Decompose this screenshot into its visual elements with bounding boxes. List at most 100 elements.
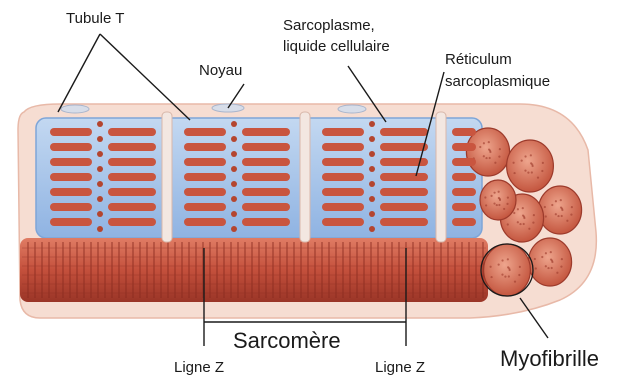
myofilament-dot (522, 207, 524, 209)
myofilament-dot (517, 221, 519, 223)
label-noyau: Noyau (199, 62, 242, 79)
myofilament-bar (322, 173, 364, 181)
label-ligne-z-right: Ligne Z (375, 359, 425, 376)
myofilament-dot (541, 256, 543, 258)
myofilament-dot (524, 155, 526, 157)
myofilament-bar (50, 158, 92, 166)
myofilament-dot (498, 204, 500, 206)
myofilament-dot (533, 214, 535, 216)
myofilament-bar (452, 143, 476, 151)
label-sarcoplasme-line2: liquide cellulaire (283, 38, 390, 55)
myofilament-bar (184, 128, 226, 136)
myofilament-dot (560, 206, 562, 208)
myofilament-bar (242, 143, 290, 151)
myofilament-bar (108, 143, 156, 151)
myofilament-dot (551, 267, 553, 269)
myofilament-dot (545, 265, 547, 267)
myofilament-dot (231, 181, 237, 187)
myofilament-bar (452, 188, 476, 196)
myofibril-end (480, 180, 516, 220)
myofilament-bar (380, 128, 428, 136)
myofilament-bar (380, 143, 428, 151)
myofilament-dot (566, 220, 568, 222)
myofilament-dot (555, 200, 557, 202)
myofilament-dot (528, 228, 530, 230)
myofilament-dot (97, 211, 103, 217)
myofilament-dot (231, 136, 237, 142)
myofilament-bar (452, 203, 476, 211)
myofilament-dot (560, 266, 562, 268)
myofilament-bar (184, 203, 226, 211)
myofilament-dot (485, 204, 487, 206)
myofilament-dot (97, 181, 103, 187)
myofilament-dot (560, 199, 562, 201)
label-sarcomere: Sarcomère (233, 328, 341, 353)
myofilament-bar (322, 128, 364, 136)
myofilament-dot (369, 151, 375, 157)
myofilament-dot (490, 195, 492, 197)
myofilament-dot (542, 162, 544, 164)
myofilament-dot (488, 141, 490, 143)
myofilament-dot (501, 259, 503, 261)
myofilament-dot (545, 215, 547, 217)
myofilament-dot (561, 258, 563, 260)
myofilament-dot (498, 156, 500, 158)
myofilament-dot (557, 215, 559, 217)
myofilament-dot (547, 267, 549, 269)
myofilament-bar (50, 143, 92, 151)
myofilament-dot (499, 148, 501, 150)
myofilament-dot (519, 266, 521, 268)
myofilament-dot (479, 146, 481, 148)
myofilament-dot (488, 148, 490, 150)
myofilament-dot (519, 223, 521, 225)
myofilament-dot (513, 212, 515, 214)
myofilament-dot (556, 272, 558, 274)
myofilament-bar (380, 203, 428, 211)
myofilament-dot (571, 206, 573, 208)
myofilament-dot (506, 203, 508, 205)
myofilament-dot (527, 171, 529, 173)
myofilament-dot (498, 264, 500, 266)
myofilament-bar (108, 158, 156, 166)
myofilament-dot (231, 121, 237, 127)
myofilament-dot (534, 258, 536, 260)
myofilament-dot (550, 258, 552, 260)
myofilament-dot (503, 208, 505, 210)
myofilament-bar (322, 143, 364, 151)
myofilament-dot (504, 275, 506, 277)
myofilament-dot (483, 142, 485, 144)
myofilament-dot (522, 214, 524, 216)
myofilament-dot (530, 162, 532, 164)
myofilament-dot (231, 196, 237, 202)
myofilament-bar (242, 158, 290, 166)
myofilament-dot (541, 170, 543, 172)
myofilament-dot (231, 211, 237, 217)
myofilament-dot (97, 136, 103, 142)
myofilament-dot (517, 208, 519, 210)
myofilament-bar (242, 173, 290, 181)
myofilament-dot (524, 170, 526, 172)
myofilament-bar (184, 143, 226, 151)
myofibril-end (484, 244, 531, 296)
myofilament-bar (242, 188, 290, 196)
myofilament-dot (544, 206, 546, 208)
myofilament-bar (322, 188, 364, 196)
myofilament-dot (484, 196, 486, 198)
myofilament-bar (50, 173, 92, 181)
myofilament-dot (493, 202, 495, 204)
myofilament-dot (561, 215, 563, 217)
myofilament-dot (369, 166, 375, 172)
myofilament-dot (507, 196, 509, 198)
myofilament-bar (322, 218, 364, 226)
myofilament-bar (50, 128, 92, 136)
myofilament-dot (523, 223, 525, 225)
myofibril-end (507, 140, 554, 192)
myofilament-dot (496, 204, 498, 206)
myofilament-bar (108, 218, 156, 226)
myofilament-bar (322, 158, 364, 166)
label-reticulum-line2: sarcoplasmique (445, 73, 550, 90)
myofilament-bar (380, 173, 428, 181)
myofilament-dot (369, 196, 375, 202)
myofilament-dot (490, 276, 492, 278)
myofilament-dot (537, 177, 539, 179)
